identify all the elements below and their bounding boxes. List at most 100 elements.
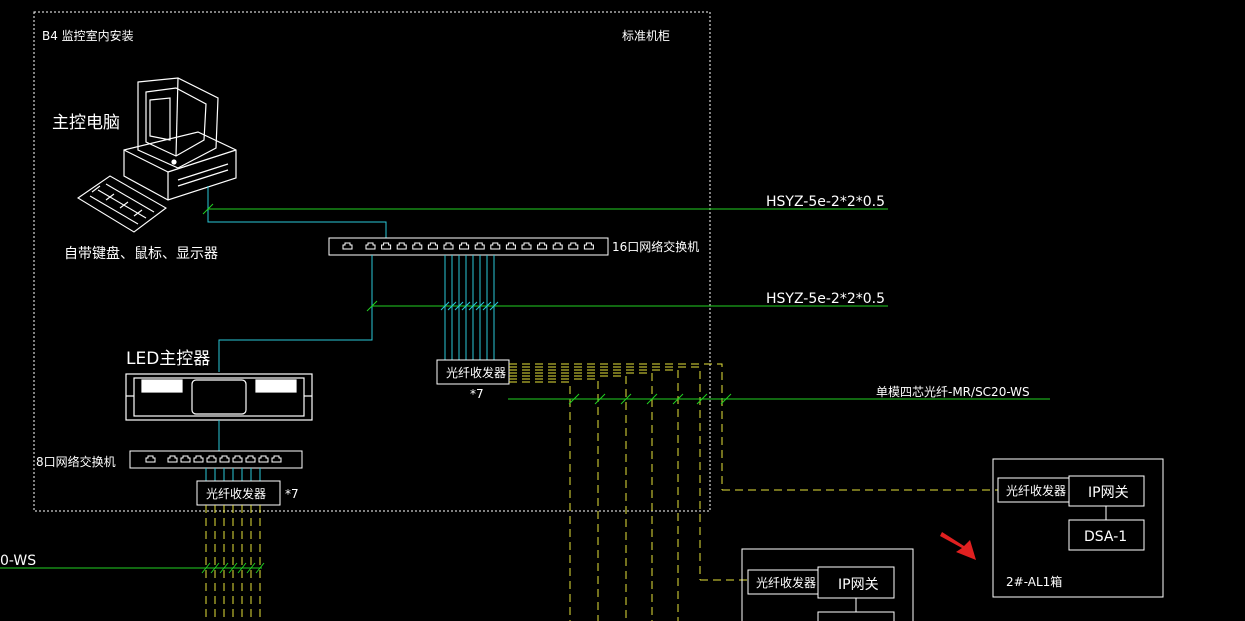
switch-16-port-icon xyxy=(537,242,548,250)
switch-8-port-icon xyxy=(167,455,178,463)
panel-right-box xyxy=(992,458,1164,598)
left-cable-tick xyxy=(228,562,238,574)
panel-right-gateway-label: IP网关 xyxy=(1088,485,1129,501)
switch-8-ports xyxy=(145,455,282,463)
switch-16-port-icon xyxy=(474,242,485,250)
fiber-run xyxy=(509,375,627,621)
bundle-tick xyxy=(461,301,471,311)
switch-to-transceiver-bundle xyxy=(440,255,499,360)
fiber-tick xyxy=(646,393,658,405)
switch-16-ports xyxy=(342,242,594,250)
switch-8-port-icon xyxy=(206,455,217,463)
fiber-tick xyxy=(620,393,632,405)
panel-right-dsa-label: DSA-1 xyxy=(1084,529,1127,545)
bundle-tick xyxy=(475,301,485,311)
switch-16-port-icon xyxy=(396,242,407,250)
switch-16-port xyxy=(328,237,609,256)
panel-bottom-transceiver-label: 光纤收发器 xyxy=(756,575,816,590)
switch-to-led-link xyxy=(218,255,373,372)
transceiver-bottom-box xyxy=(196,480,281,506)
bundle-tick xyxy=(440,301,450,311)
fiber-tick xyxy=(672,393,684,405)
transceiver-mid-box xyxy=(436,359,510,385)
cable-2-tick xyxy=(366,300,378,312)
pc-to-switch-link xyxy=(207,186,387,238)
bundle-tick xyxy=(489,301,499,311)
fiber-runs-bottom xyxy=(205,505,261,621)
computer-workstation-icon xyxy=(123,77,237,201)
switch-16-label: 16口网络交换机 xyxy=(612,239,699,254)
fiber-run xyxy=(509,372,653,621)
left-cable-tick xyxy=(210,562,220,574)
switch-8-port-icon xyxy=(271,455,282,463)
switch-16-port-icon xyxy=(365,242,376,250)
switch-8-port-icon xyxy=(258,455,269,463)
cable-2-label: HSYZ-5e-2*2*0.5 xyxy=(766,291,885,307)
cable-1-label: HSYZ-5e-2*2*0.5 xyxy=(766,194,885,210)
keyboard-icon xyxy=(76,175,167,233)
switch-16-port-icon xyxy=(583,242,594,250)
fiber-tick xyxy=(720,393,732,405)
switch-16-port-icon xyxy=(412,242,423,250)
fiber-tick xyxy=(568,393,580,405)
switch-16-port-icon xyxy=(505,242,516,250)
switch-8-port xyxy=(129,450,303,469)
left-cable-tick xyxy=(246,562,256,574)
fiber-run xyxy=(509,381,571,621)
transceiver-bottom-label: 光纤收发器 xyxy=(206,486,266,501)
switch-16-port-icon xyxy=(381,242,392,250)
room-label: B4 监控室内安装 xyxy=(42,28,134,43)
left-cable-tick xyxy=(237,562,247,574)
left-cable-tick xyxy=(219,562,229,574)
red-arrow-icon xyxy=(940,532,976,560)
left-cable-ticks xyxy=(201,562,265,574)
panel-bottom-gateway-label: IP网关 xyxy=(838,577,879,593)
bundle-tick xyxy=(482,301,492,311)
switch-16-port-icon xyxy=(552,242,563,250)
left-cable-label: 0-WS xyxy=(0,553,36,569)
fiber-cable-label: 单模四芯光纤-MR/SC20-WS xyxy=(876,385,1030,399)
bundle-tick xyxy=(468,301,478,311)
host-pc-label: 主控电脑 xyxy=(52,113,120,133)
panel-bottom-sub-box xyxy=(817,611,895,621)
switch-16-port-icon xyxy=(427,242,438,250)
switch-16-port-icon xyxy=(443,242,454,250)
transceiver-bottom-qty: *7 xyxy=(285,487,299,501)
led-controller-label: LED主控器 xyxy=(126,349,210,369)
cabinet-boundary xyxy=(33,11,711,512)
switch-8-port-icon xyxy=(219,455,230,463)
peripherals-label: 自带键盘、鼠标、显示器 xyxy=(64,245,218,262)
panel-right-transceiver-label: 光纤收发器 xyxy=(1006,483,1066,498)
left-cable-tick xyxy=(201,562,211,574)
transceiver-mid-label: 光纤收发器 xyxy=(446,365,506,380)
switch-8-port-icon xyxy=(180,455,191,463)
fiber-run xyxy=(509,378,599,621)
cabinet-label: 标准机柜 xyxy=(622,29,670,43)
cable-1-tick xyxy=(202,203,214,215)
panel-right-name-label: 2#-AL1箱 xyxy=(1006,574,1062,589)
switch-8-label: 8口网络交换机 xyxy=(36,454,116,469)
fiber-runs-mid xyxy=(509,363,998,621)
switch-8-port-icon xyxy=(232,455,243,463)
left-cable-tick xyxy=(255,562,265,574)
fiber-run xyxy=(509,369,679,621)
switch-8-port-icon xyxy=(245,455,256,463)
fiber-tick xyxy=(594,393,606,405)
switch-16-port-icon xyxy=(568,242,579,250)
fiber-cable-ticks xyxy=(568,393,732,405)
transceiver-mid-qty: *7 xyxy=(470,387,484,401)
fiber-tick xyxy=(696,393,708,405)
bundle-tick xyxy=(447,301,457,311)
panel-right-dsa-box xyxy=(1068,519,1145,551)
switch-16-port-icon xyxy=(342,242,353,250)
switch8-to-transceiver-bundle xyxy=(205,468,261,481)
fiber-run xyxy=(509,366,701,580)
led-controller-icon xyxy=(125,373,313,421)
switch-16-port-icon xyxy=(521,242,532,250)
bundle-tick xyxy=(454,301,464,311)
switch-8-port-icon xyxy=(193,455,204,463)
panel-bottom-box xyxy=(741,548,914,621)
switch-16-port-icon xyxy=(459,242,470,250)
switch-8-port-icon xyxy=(145,455,156,463)
